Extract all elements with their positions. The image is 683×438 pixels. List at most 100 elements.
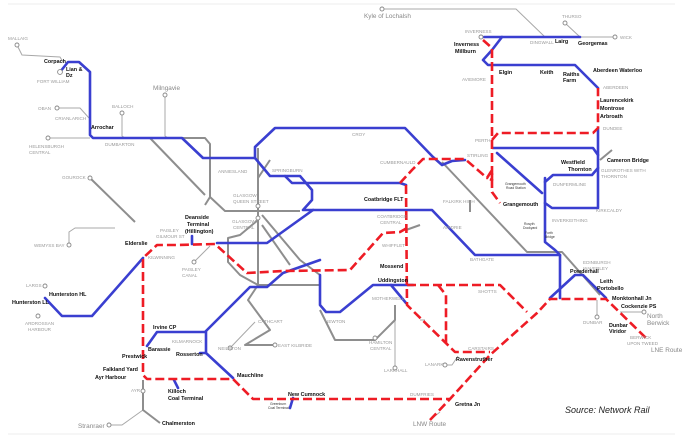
- station-label: GLENROTHES WITH: [601, 168, 646, 173]
- terminal-label: Rosserton: [176, 352, 203, 358]
- station-label: PERTH: [475, 138, 491, 143]
- station-markers: [14, 6, 647, 428]
- small-labels: Grangemouth Road Station Rosyth Dockyard…: [268, 182, 555, 410]
- small-label: Forth: [545, 231, 553, 235]
- station-label: ABERDEEN: [603, 85, 628, 90]
- terminal-label: Terminal: [187, 222, 210, 228]
- station-label: EAST KILBRIDE: [278, 343, 312, 348]
- terminal-label: Deanside: [185, 215, 209, 221]
- terminal-label: Prestwick: [122, 354, 147, 360]
- station-label: DUMBARTON: [105, 142, 134, 147]
- station-label: CENTRAL: [233, 225, 255, 230]
- station-label: AVIEMORE: [462, 77, 486, 82]
- station-label: FORT WILLIAM: [37, 79, 70, 84]
- station-label: AYR: [131, 388, 141, 393]
- station-label: HAMILTON: [369, 340, 392, 345]
- station-labels: MALLAIG FORT WILLIAM OBAN CRIANLARICH BA…: [8, 14, 659, 397]
- station-label: UPON TWEED: [627, 341, 659, 346]
- north-berwick-label: Berwick: [647, 320, 670, 327]
- terminal-label: New Cumnock: [288, 392, 325, 398]
- terminal-label: Dz: [66, 73, 73, 79]
- station-label: QUEEN STREET: [233, 199, 269, 204]
- station-label: CATHCART: [258, 319, 283, 324]
- station-label: WICK: [620, 35, 633, 40]
- station-label: BERWICK: [630, 335, 652, 340]
- station-label: DUNBAR: [583, 320, 603, 325]
- station-label: WAVERLEY: [583, 266, 608, 271]
- diversion-routes: [141, 39, 647, 421]
- small-label: Greenburn: [270, 402, 286, 406]
- station-label: NEWTON: [325, 319, 345, 324]
- kyle-of-lochalsh-label: Kyle of Lochalsh: [364, 13, 411, 20]
- terminal-label: Elderslie: [125, 241, 147, 247]
- station-label: ARDROSSAN: [25, 321, 54, 326]
- terminal-label: Ayr Harbour: [95, 375, 127, 381]
- terminal-label: Lian &: [66, 67, 83, 73]
- terminal-label: Irvine CP: [153, 325, 177, 331]
- small-label: Bridge: [545, 235, 555, 239]
- station-label: CANAL: [182, 273, 198, 278]
- station-label: SHOTTS: [478, 289, 497, 294]
- terminal-label: Viridor: [609, 329, 627, 335]
- station-label: LARKHALL: [384, 368, 408, 373]
- terminal-label: Aberdeen Waterloo: [593, 68, 643, 74]
- station-label: OBAN: [38, 106, 51, 111]
- terminal-label: Farm: [563, 78, 576, 84]
- terminal-label: Hunterston HL: [49, 292, 87, 298]
- terminal-label: Lairg: [555, 39, 568, 45]
- station-label: DINGWALL: [530, 40, 554, 45]
- station-label: CENTRAL: [29, 150, 51, 155]
- station-label: BATHGATE: [470, 257, 494, 262]
- station-label: STIRLING: [467, 153, 489, 158]
- terminal-label: Thornton: [568, 167, 592, 173]
- terminal-label: Corpach: [44, 59, 66, 65]
- terminal-label: Leith: [600, 279, 613, 285]
- milngavie-label: Milngavie: [153, 85, 180, 92]
- station-label: WEMYSS BAY: [34, 243, 65, 248]
- terminal-label: Coatbridge FLT: [364, 197, 404, 203]
- station-label: BALLOCH: [112, 104, 133, 109]
- small-label: Rosyth: [524, 222, 535, 226]
- station-label: DUNDEE: [603, 126, 622, 131]
- north-berwick-label: North: [647, 313, 663, 320]
- station-label: KIRKCALDY: [596, 208, 622, 213]
- station-label: GOUROCK: [62, 175, 87, 180]
- station-label: AIRDRIE: [443, 225, 462, 230]
- terminal-label: Portobello: [597, 286, 624, 292]
- terminal-label: Arrochar: [91, 125, 115, 131]
- terminal-label: Laurencekirk: [600, 98, 634, 104]
- small-label: Road Station: [506, 186, 526, 190]
- station-label: NEILSTON: [218, 346, 241, 351]
- terminal-label: Cameron Bridge: [607, 158, 649, 164]
- station-label: COATBRIDGE: [377, 214, 407, 219]
- terminal-label: Dunbar: [609, 323, 629, 329]
- small-label: Grangemouth: [505, 182, 526, 186]
- terminal-label: Cockenzie PS: [621, 304, 657, 310]
- place-labels: Kyle of Lochalsh Milngavie Stranraer Nor…: [78, 13, 683, 430]
- terminal-label: Inverness: [454, 42, 479, 48]
- terminal-label: Montrose: [600, 106, 624, 112]
- terminal-label: Keith: [540, 70, 553, 76]
- terminal-labels: Corpach Lian & Dz Arrochar Deanside Term…: [12, 39, 657, 427]
- stranraer-label: Stranraer: [78, 423, 106, 430]
- station-label: LARGS: [26, 283, 42, 288]
- terminal-label: Killoch: [168, 389, 186, 395]
- terminal-label: Arbroath: [600, 114, 623, 120]
- terminal-label: Monktonhall Jn: [612, 296, 652, 302]
- station-label: CENTRAL: [380, 220, 402, 225]
- small-label: Dockyard: [523, 226, 537, 230]
- station-label: DUMFRIES: [410, 392, 434, 397]
- station-label: INVERNESS: [465, 29, 492, 34]
- station-label: CARSTAIRS: [468, 346, 494, 351]
- station-label: HELENSBURGH: [29, 144, 64, 149]
- station-label: HARBOUR: [28, 327, 52, 332]
- station-label: CENTRAL: [370, 346, 392, 351]
- terminal-label: Millburn: [455, 49, 476, 55]
- lne-route-label: LNE Route: [651, 347, 683, 354]
- terminal-label: Raiths: [563, 72, 579, 78]
- station-label: THORNTON: [601, 174, 627, 179]
- station-label: GILMOUR ST: [156, 234, 185, 239]
- terminal-label: Ravenstruther: [456, 357, 493, 363]
- terminal-label: Elgin: [499, 70, 512, 76]
